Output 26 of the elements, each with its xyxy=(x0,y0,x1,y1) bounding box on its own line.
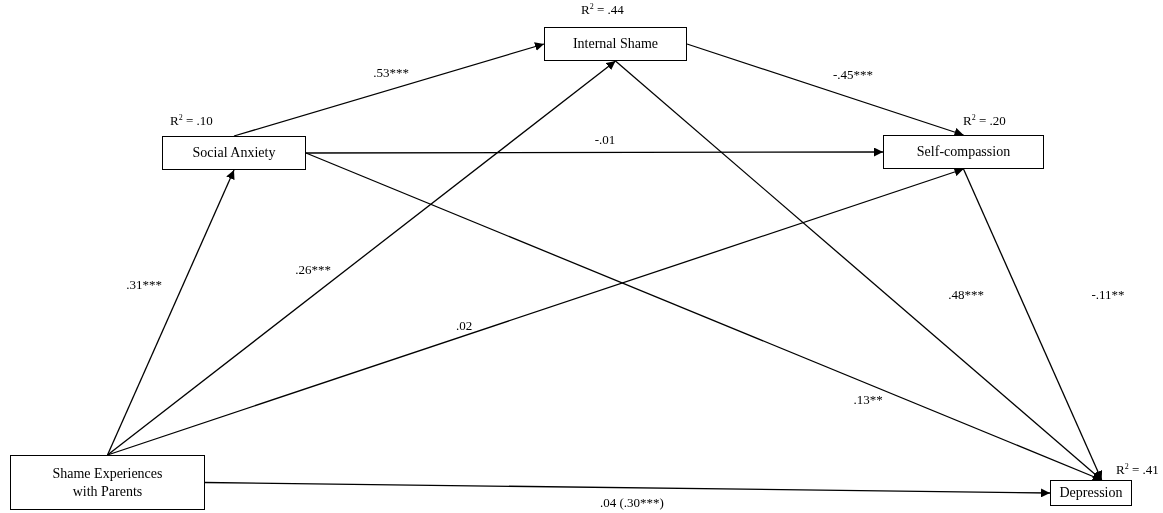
r-squared-label: R$^{2}$ = .20 xyxy=(963,113,1006,130)
variable-box: Internal Shame xyxy=(544,27,687,61)
path-arrow xyxy=(204,481,1051,498)
edge-label: .04 (.30***) xyxy=(600,495,664,511)
r-squared-label: R$^{2}$ = .10 xyxy=(170,113,213,130)
variable-box: Depression xyxy=(1050,480,1132,506)
path-arrow xyxy=(233,42,545,137)
r-squared-label: R$^{2}$ = .44 xyxy=(581,2,624,19)
edge-label: -.11** xyxy=(1091,287,1125,303)
edge-label: .48*** xyxy=(948,287,984,303)
path-arrow xyxy=(686,43,965,137)
edge-label: -.45*** xyxy=(832,67,874,83)
edge-label: .31*** xyxy=(126,277,162,293)
edge-label: .13** xyxy=(853,392,883,408)
path-arrow xyxy=(106,169,235,456)
variable-box: Social Anxiety xyxy=(162,136,306,170)
edge-label: -.01 xyxy=(594,132,616,148)
variable-box: Shame Experiences with Parents xyxy=(10,455,205,510)
edge-label: .02 xyxy=(455,318,473,334)
r-squared-label: R$^{2}$ = .41 xyxy=(1116,462,1159,479)
variable-box: Self-compassion xyxy=(883,135,1044,169)
edge-label: .26*** xyxy=(295,262,331,278)
path-arrow xyxy=(106,60,617,456)
edge-label: .53*** xyxy=(373,65,409,81)
path-arrow xyxy=(962,168,1103,481)
path-arrow xyxy=(305,147,884,157)
